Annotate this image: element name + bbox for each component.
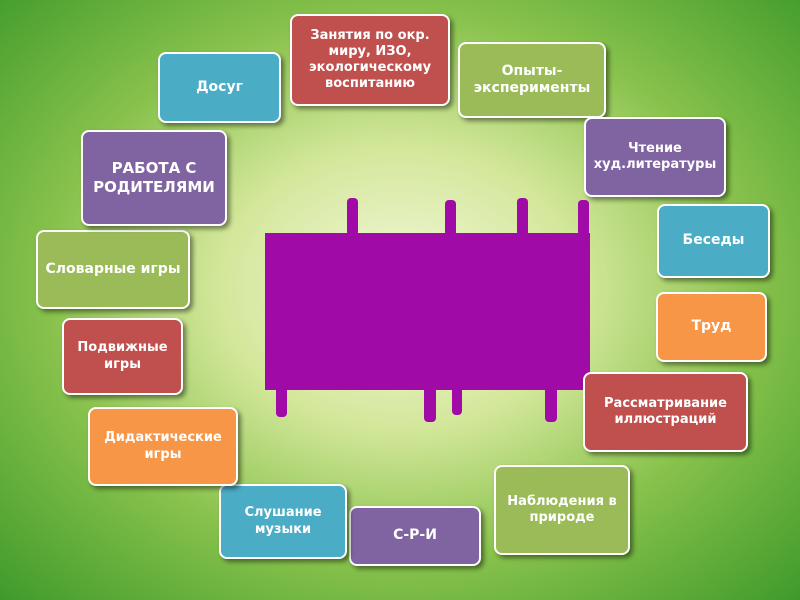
center-drip — [276, 385, 287, 417]
center-drip — [445, 200, 456, 236]
node-opyty: Опыты-эксперименты — [458, 42, 606, 118]
center-drip — [545, 385, 557, 422]
node-besedy: Беседы — [657, 204, 770, 278]
node-label: Беседы — [682, 232, 745, 249]
node-sri: С-Р-И — [349, 506, 481, 566]
node-label: Труд — [691, 318, 732, 335]
node-label: Словарные игры — [45, 260, 181, 277]
node-dosug: Досуг — [158, 52, 281, 123]
node-nablyudeniya: Наблюдения в природе — [494, 465, 630, 555]
node-label: Занятия по окр. миру, ИЗО, экологическом… — [308, 27, 432, 92]
node-slovarnye: Словарные игры — [36, 230, 190, 309]
node-label: Слушание музыки — [244, 505, 322, 537]
node-rassmatrivanie: Рассматривание иллюстраций — [583, 372, 748, 452]
node-label: Досуг — [196, 78, 243, 95]
node-label: Чтение худ.литературы — [593, 140, 717, 172]
center-drip — [424, 385, 436, 422]
node-label: Дидактические игры — [104, 430, 222, 462]
node-chtenie: Чтение худ.литературы — [584, 117, 726, 197]
node-podvizhnye: Подвижные игры — [62, 318, 183, 395]
node-zanyatiya: Занятия по окр. миру, ИЗО, экологическом… — [290, 14, 450, 106]
node-label: Опыты-эксперименты — [473, 62, 591, 97]
node-label: Рассматривание иллюстраций — [604, 395, 727, 427]
center-block — [265, 233, 590, 390]
node-trud: Труд — [656, 292, 767, 362]
node-didakticheskie: Дидактические игры — [88, 407, 238, 486]
center-drip — [452, 385, 462, 415]
center-drip — [517, 198, 528, 236]
node-rabota: РАБОТА С РОДИТЕЛЯМИ — [81, 130, 227, 226]
node-label: Наблюдения в природе — [507, 493, 617, 525]
node-label: Подвижные игры — [77, 340, 168, 372]
center-drip — [578, 200, 589, 236]
node-label: РАБОТА С РОДИТЕЛЯМИ — [93, 159, 215, 196]
node-slushanie: Слушание музыки — [219, 484, 347, 559]
node-label: С-Р-И — [393, 527, 437, 544]
center-drip — [347, 198, 358, 236]
